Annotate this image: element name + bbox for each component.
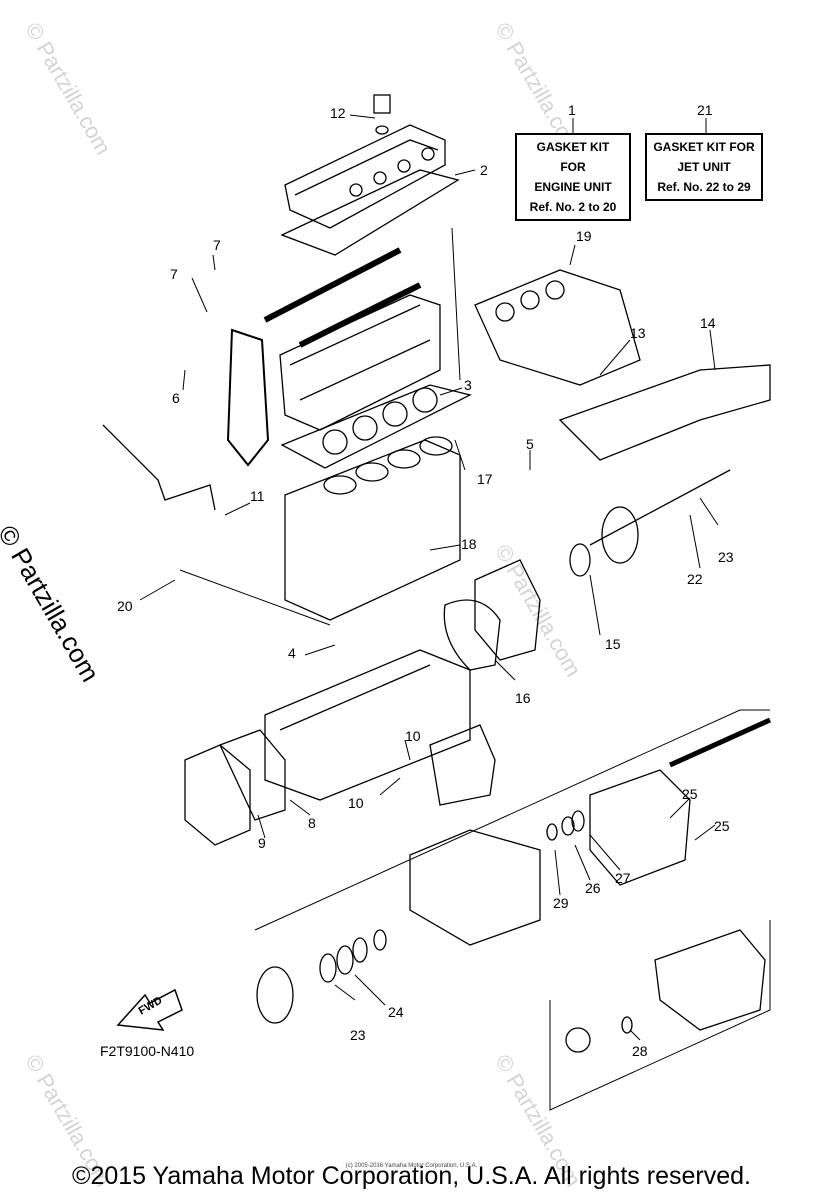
timing-chain: [226, 328, 270, 467]
callout-9: 9: [258, 835, 266, 851]
callout-24: 24: [388, 1004, 404, 1020]
callout-11: 11: [250, 488, 265, 504]
tiny-copyright: (c) 2005-2016 Yamaha Motor Corporation, …: [345, 1163, 478, 1169]
head-gasket: [280, 384, 472, 469]
cylinder-head: [279, 294, 441, 431]
gasket-kit-jet-line2: JET UNIT: [677, 160, 731, 174]
callout-5: 5: [526, 436, 534, 452]
callout-10a: 10: [405, 728, 421, 744]
callout-26: 26: [585, 880, 601, 896]
callout-23b: 23: [350, 1027, 366, 1043]
callout-6: 6: [172, 390, 180, 406]
fwd-arrow: [116, 988, 183, 1031]
callout-18: 18: [461, 536, 477, 552]
callout-4: 4: [288, 645, 296, 661]
gasket-kit-jet-line1: GASKET KIT FOR: [653, 140, 755, 154]
gasket-kit-jet-label: GASKET KIT FOR JET UNIT Ref. No. 22 to 2…: [645, 133, 763, 201]
callout-25a: 25: [682, 786, 698, 802]
exhaust-manifold: [474, 269, 641, 386]
callout-21: 21: [697, 102, 713, 118]
oil-filler-cap: [373, 94, 391, 135]
callout-25b: 25: [714, 818, 730, 834]
callout-19: 19: [576, 228, 592, 244]
callout-15: 15: [605, 636, 621, 652]
callout-1: 1: [568, 102, 576, 118]
callout-22: 22: [687, 571, 703, 587]
gasket-kit-engine-line3: Ref. No. 2 to 20: [529, 200, 617, 214]
oil-pump: [429, 724, 496, 806]
callout-20: 20: [117, 598, 133, 614]
exhaust-pipe: [558, 364, 771, 461]
crankcase: [264, 649, 471, 801]
drive-shaft: [668, 717, 772, 768]
front-cover-gasket: [219, 729, 286, 821]
copyright-footer: ©2015 Yamaha Motor Corporation, U.S.A. A…: [72, 1162, 751, 1190]
callout-14: 14: [700, 315, 716, 331]
callout-23a: 23: [718, 549, 734, 565]
output-shaft-assembly: [569, 469, 731, 577]
jet-unit-outline: [254, 709, 770, 931]
valve-cover: [284, 124, 446, 229]
callout-17: 17: [477, 471, 493, 487]
gasket-kit-engine-line2: ENGINE UNIT: [534, 180, 612, 194]
front-cover: [184, 744, 251, 846]
gasket-kit-jet-line3: Ref. No. 22 to 29: [657, 180, 751, 194]
dipstick: [102, 424, 216, 511]
callout-12: 12: [330, 105, 346, 121]
drawing-code: F2T9100-N410: [100, 1043, 195, 1059]
impeller-housing: [409, 829, 541, 946]
callout-2: 2: [480, 162, 488, 178]
seals: [319, 810, 633, 1053]
callout-3: 3: [464, 377, 472, 393]
callout-7a: 7: [213, 237, 221, 253]
camshafts: [263, 247, 422, 348]
gasket-kit-engine-line1: GASKET KIT FOR: [536, 140, 610, 174]
callout-28: 28: [632, 1043, 648, 1059]
cover-gasket: [443, 599, 501, 671]
callout-7b: 7: [170, 266, 178, 282]
leader-lines: [139, 114, 719, 1041]
callout-27: 27: [615, 870, 631, 886]
cylinder-block: [284, 436, 461, 621]
jet-nozzle: [654, 929, 766, 1031]
bearing-housing: [256, 966, 294, 1024]
intermediate-housing: [589, 769, 691, 886]
callout-13: 13: [630, 325, 646, 341]
valve-cover-gasket: [280, 169, 460, 256]
gasket-kit-engine-label: GASKET KIT FOR ENGINE UNIT Ref. No. 2 to…: [515, 133, 631, 221]
callout-8: 8: [308, 815, 316, 831]
callout-29: 29: [553, 895, 569, 911]
generator-cover: [474, 559, 541, 661]
callout-16: 16: [515, 690, 531, 706]
callout-10b: 10: [348, 795, 364, 811]
